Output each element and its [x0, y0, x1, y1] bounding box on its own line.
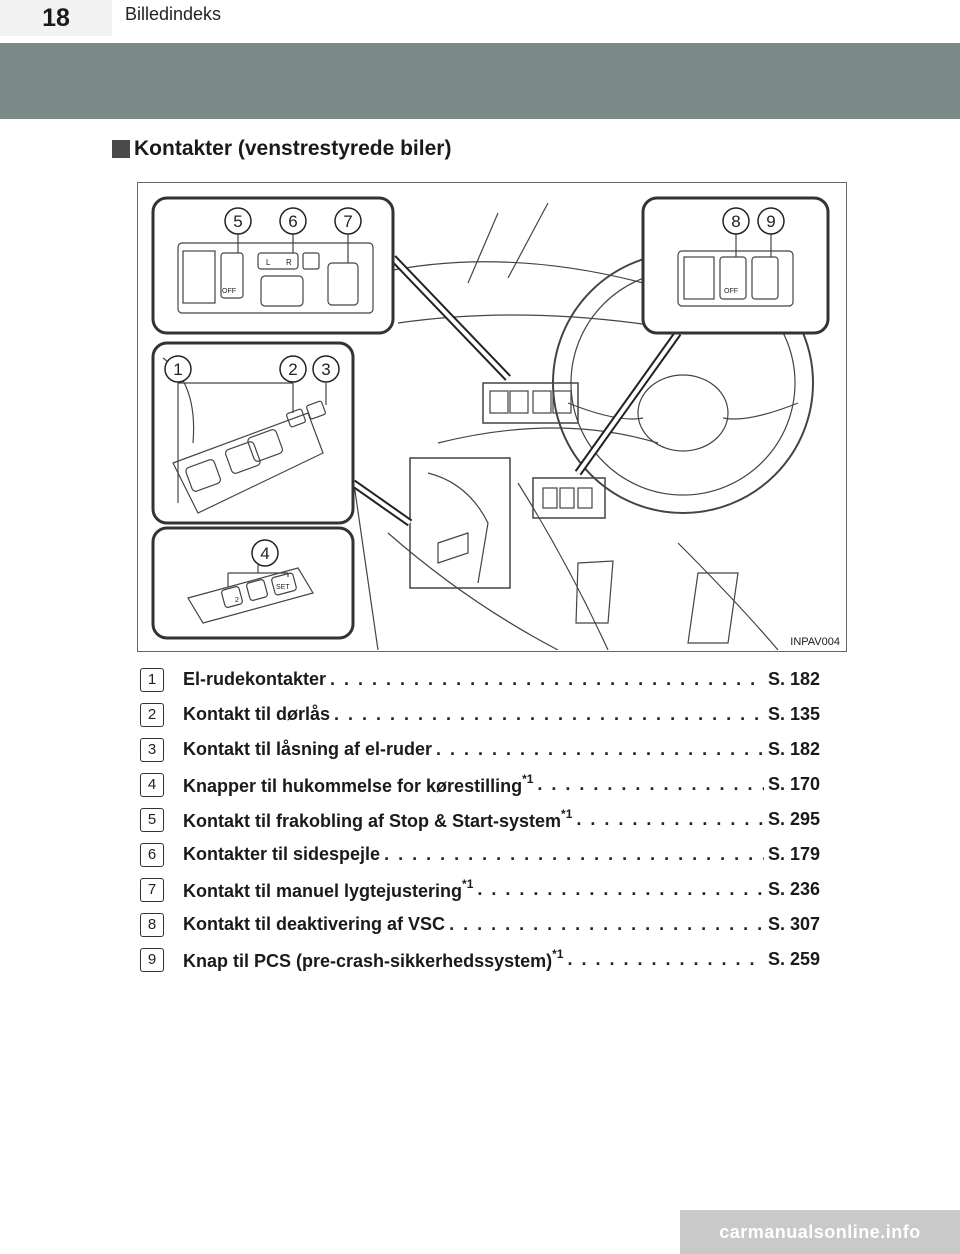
list-item: 5 Kontakt til frakobling af Stop & Start… — [140, 802, 820, 837]
dashboard-drawing: OFF L R 5 6 7 — [151, 196, 830, 650]
dot-leader: . . . . . . . . . . . . . . . . . . . . … — [384, 844, 764, 864]
dashboard-illustration: OFF L R 5 6 7 — [137, 182, 847, 652]
page-reference[interactable]: S. 295 — [767, 809, 820, 829]
section-heading: Kontakter (venstrestyrede biler) — [112, 137, 451, 161]
callout-circle-4 — [251, 539, 279, 567]
dot-leader: . . . . . . . . . . . . . . . . . . . . … — [436, 739, 764, 759]
switch-label-r: R — [286, 258, 292, 267]
item-number-badge: 1 — [140, 667, 164, 692]
dot-leader: . . . . . . . . . . . . . . . . . . . . … — [449, 914, 764, 934]
page-reference[interactable]: S. 170 — [767, 774, 820, 794]
dot-leader: . . . . . . . . . . . . . . . . . . . . … — [334, 704, 764, 724]
list-item: 7 Kontakt til manuel lygtejustering*1 . … — [140, 872, 820, 907]
footnote-marker: *1 — [552, 947, 564, 961]
footnote-marker: *1 — [522, 772, 534, 786]
callout-number-1: 1 — [173, 360, 182, 379]
item-label: Kontakter til sidespejle — [183, 844, 381, 864]
dot-leader: . . . . . . . . . . . . . . . . . . . . … — [330, 669, 764, 689]
item-number-badge: 3 — [140, 737, 164, 762]
list-item: 6 Kontakter til sidespejle . . . . . . .… — [140, 837, 820, 872]
item-label: Kontakt til manuel lygtejustering*1 — [183, 877, 474, 901]
callout-circle-6 — [279, 207, 307, 235]
callout-number-9: 9 — [766, 212, 775, 231]
callout-circle-9 — [757, 207, 785, 235]
item-number-badge: 9 — [140, 947, 164, 972]
header-band — [0, 43, 960, 119]
watermark: carmanualsonline.info — [680, 1210, 960, 1254]
footnote-marker: *1 — [561, 807, 573, 821]
callout-number-8: 8 — [731, 212, 740, 231]
item-label: El-rudekontakter — [183, 669, 327, 689]
item-label: Knapper til hukommelse for kørestilling*… — [183, 772, 534, 796]
callout-number-7: 7 — [343, 212, 352, 231]
page-reference[interactable]: S. 179 — [767, 844, 820, 864]
list-item: 1 El-rudekontakter . . . . . . . . . . .… — [140, 662, 820, 697]
item-number-badge: 7 — [140, 877, 164, 902]
list-item: 2 Kontakt til dørlås . . . . . . . . . .… — [140, 697, 820, 732]
page-reference[interactable]: S. 182 — [767, 739, 820, 759]
callout-circle-8 — [722, 207, 750, 235]
callout-number-5: 5 — [233, 212, 242, 231]
page-reference[interactable]: S. 307 — [767, 914, 820, 934]
list-item: 3 Kontakt til låsning af el-ruder . . . … — [140, 732, 820, 767]
callout-number-6: 6 — [288, 212, 297, 231]
index-list: 1 El-rudekontakter . . . . . . . . . . .… — [140, 662, 820, 977]
item-label: Knap til PCS (pre-crash-sikkerhedssystem… — [183, 947, 564, 971]
item-number-badge: 6 — [140, 842, 164, 867]
dot-leader: . . . . . . . . . . . . . . . . . . . . … — [567, 949, 763, 969]
list-item: 9 Knap til PCS (pre-crash-sikkerhedssyst… — [140, 942, 820, 977]
item-label: Kontakt til frakobling af Stop & Start-s… — [183, 807, 573, 831]
item-label: Kontakt til deaktivering af VSC — [183, 914, 446, 934]
callout-number-2: 2 — [288, 360, 297, 379]
page-reference[interactable]: S. 182 — [767, 669, 820, 689]
item-number-badge: 8 — [140, 912, 164, 937]
callout-circle-1 — [164, 355, 192, 383]
callout-circle-5 — [224, 207, 252, 235]
heading-bullet — [112, 140, 130, 158]
switch-label-l: L — [266, 258, 271, 267]
callout-number-3: 3 — [321, 360, 330, 379]
dot-leader: . . . . . . . . . . . . . . . . . . . . … — [477, 879, 764, 899]
item-number-badge: 5 — [140, 807, 164, 832]
item-label: Kontakt til dørlås — [183, 704, 331, 724]
list-item: 4 Knapper til hukommelse for kørestillin… — [140, 767, 820, 802]
page-reference[interactable]: S. 236 — [767, 879, 820, 899]
section-title: Billedindeks — [125, 4, 222, 24]
footnote-marker: *1 — [462, 877, 474, 891]
switch-label-off-2: OFF — [724, 288, 738, 295]
page-number: 18 — [0, 0, 112, 36]
dot-leader: . . . . . . . . . . . . . . . . . . . . … — [537, 774, 764, 794]
illustration-code: INPAV004 — [790, 636, 840, 648]
callout-number-4: 4 — [260, 544, 269, 563]
item-number-badge: 4 — [140, 772, 164, 797]
switch-label-off-1: OFF — [222, 288, 236, 295]
page-reference[interactable]: S. 135 — [767, 704, 820, 724]
list-item: 8 Kontakt til deaktivering af VSC . . . … — [140, 907, 820, 942]
callout-circle-7 — [334, 207, 362, 235]
top-strip — [0, 0, 960, 36]
switch-label-set: SET — [276, 584, 290, 591]
callout-circle-2 — [279, 355, 307, 383]
callout-circle-3 — [312, 355, 340, 383]
item-label: Kontakt til låsning af el-ruder — [183, 739, 433, 759]
switch-label-2: 2 — [235, 597, 239, 604]
dot-leader: . . . . . . . . . . . . . . . . . . . . … — [576, 809, 764, 829]
page-reference[interactable]: S. 259 — [767, 949, 820, 969]
item-number-badge: 2 — [140, 702, 164, 727]
heading-text: Kontakter (venstrestyrede biler) — [134, 137, 452, 160]
